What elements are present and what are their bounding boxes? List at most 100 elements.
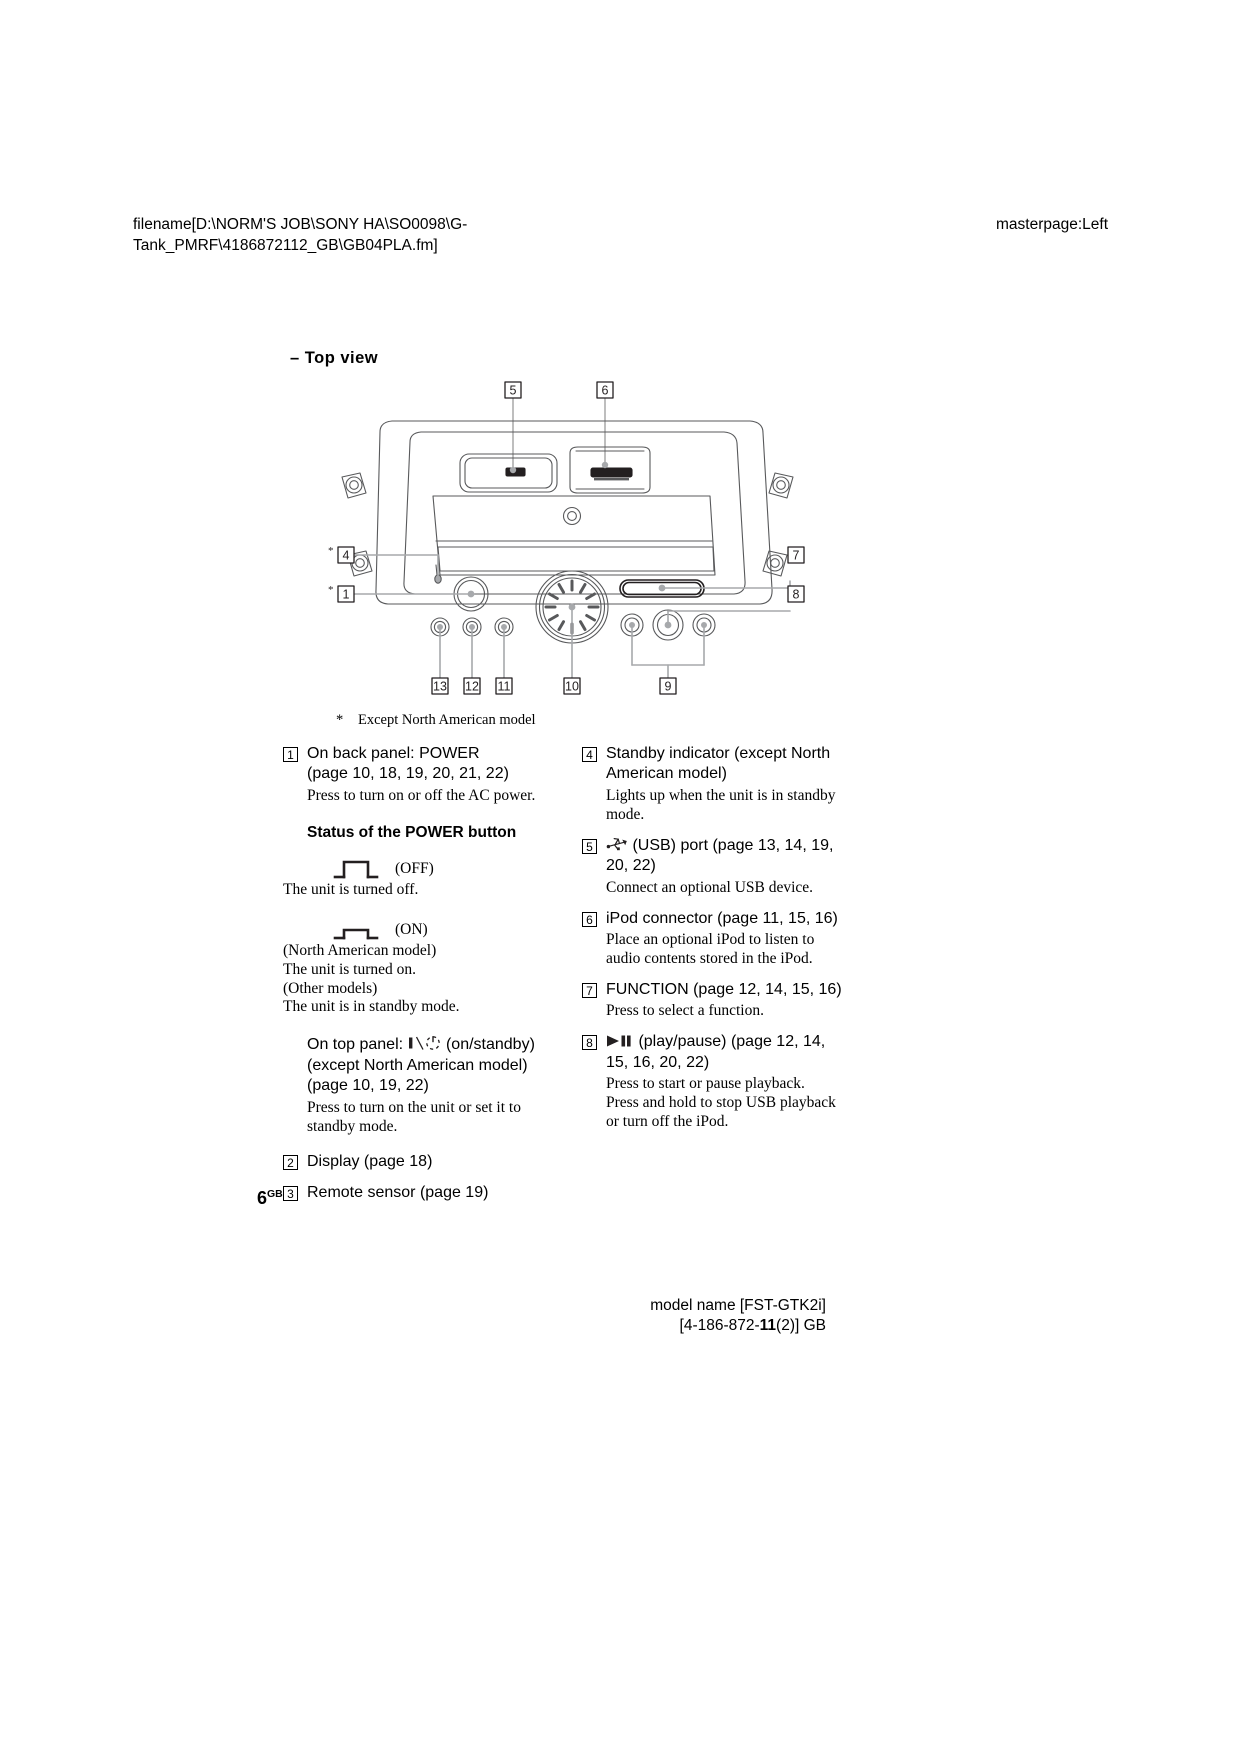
leader-lines xyxy=(354,554,791,679)
power-off-label: (OFF) xyxy=(395,859,434,877)
footnote-text: Except North American model xyxy=(358,712,536,728)
callout-asterisks: * * xyxy=(328,545,334,596)
item1-desc: Press to turn on or off the AC power. xyxy=(307,786,536,804)
top-panel-line1-suffix: (on/standby) xyxy=(441,1036,535,1054)
svg-text:4: 4 xyxy=(343,549,350,563)
list-item-2: 2 Display (page 18) xyxy=(283,1152,549,1172)
filename-line-1: filename[D:\NORM'S JOB\SONY HA\SO0098\G- xyxy=(133,216,468,233)
list-item-1: 1 On back panel: POWER (page 10, 18, 19,… xyxy=(283,744,549,806)
list-item-7: 7 FUNCTION (page 12, 14, 15, 16) Press t… xyxy=(582,980,848,1021)
callout-number-6: 6 xyxy=(582,911,597,927)
item8-desc-line3: or turn off the iPod. xyxy=(606,1113,729,1130)
footer-part-prefix: [4-186-872- xyxy=(679,1317,760,1335)
power-on-text-line4: The unit is in standby mode. xyxy=(283,998,460,1016)
footer-part-number: [4-186-872-11(2)] GB xyxy=(650,1316,826,1336)
svg-text:1: 1 xyxy=(343,588,350,602)
right-speaker-mount-top xyxy=(768,472,794,499)
document-footer: model name [FST-GTK2i] [4-186-872-11(2)]… xyxy=(650,1296,826,1336)
callout-box-1 xyxy=(337,585,355,603)
masterpage-label: masterpage:Left xyxy=(995,216,1108,233)
callout-box-13 xyxy=(431,677,449,695)
ipod-connector-recess xyxy=(569,446,651,494)
right-speaker-mount-bottom xyxy=(762,550,788,577)
leader-dots xyxy=(437,461,707,630)
callout-number-2: 2 xyxy=(283,1154,298,1170)
svg-text:12: 12 xyxy=(465,680,479,694)
top-view-diagram: 5 6 4 1 7 8 13 12 11 10 9 * * xyxy=(320,375,820,715)
svg-text:13: 13 xyxy=(433,680,447,694)
callout-box-6 xyxy=(596,381,614,399)
power-on-symbol-row: (ON) xyxy=(331,918,549,942)
item8-head-line2: 15, 16, 20, 22) xyxy=(606,1053,710,1071)
play-pause-icon xyxy=(607,1035,631,1047)
top-panel-line2: (except North American model) xyxy=(307,1056,528,1074)
svg-text:11: 11 xyxy=(498,680,511,694)
svg-text:6: 6 xyxy=(602,384,609,398)
callout-boxes xyxy=(337,381,805,695)
document-header: filename[D:\NORM'S JOB\SONY HA\SO0098\G-… xyxy=(133,215,1108,257)
standby-indicator-led xyxy=(434,564,442,584)
svg-text:*: * xyxy=(328,584,334,596)
footnote-marker: * xyxy=(336,712,344,728)
power-off-symbol-row: (OFF) xyxy=(331,857,549,881)
callout-box-10 xyxy=(563,677,581,695)
left-speaker-mount-top xyxy=(341,472,367,499)
item5-desc: Connect an optional USB device. xyxy=(606,878,814,896)
item7-desc: Press to select a function. xyxy=(606,1002,764,1020)
svg-text:5: 5 xyxy=(510,384,517,398)
item4-head-line2: American model) xyxy=(606,765,727,783)
top-panel-heading: On top panel: (on/standby) (except North… xyxy=(307,1035,549,1096)
top-panel-desc-line1: Press to turn on the unit or set it to xyxy=(307,1098,521,1116)
left-column: 1 On back panel: POWER (page 10, 18, 19,… xyxy=(283,744,549,1207)
section-title: – Top view xyxy=(290,349,379,367)
list-item-4: 4 Standby indicator (except North Americ… xyxy=(582,744,848,825)
item8-desc-line1: Press to start or pause playback. xyxy=(606,1075,805,1093)
item3-head: Remote sensor (page 19) xyxy=(307,1184,489,1202)
item7-head: FUNCTION (page 12, 14, 15, 16) xyxy=(606,980,842,998)
usb-icon xyxy=(606,837,627,850)
callout-box-7 xyxy=(787,546,805,564)
list-item-6: 6 iPod connector (page 11, 15, 16) Place… xyxy=(582,909,848,969)
item6-head: iPod connector (page 11, 15, 16) xyxy=(606,909,838,927)
power-on-text-line3: (Other models) xyxy=(283,979,378,997)
svg-text:9: 9 xyxy=(665,680,672,694)
svg-text:8: 8 xyxy=(793,588,800,602)
callout-number-8: 8 xyxy=(582,1035,597,1051)
callout-box-11 xyxy=(495,677,513,695)
power-on-label: (ON) xyxy=(395,920,428,938)
list-item-8: 8 (play/pause) (page 12, 14, 15, 16, 20,… xyxy=(582,1032,848,1132)
power-on-icon xyxy=(333,928,379,940)
power-on-text-line1: (North American model) xyxy=(283,941,437,959)
body-columns: 1 On back panel: POWER (page 10, 18, 19,… xyxy=(283,744,849,1207)
callout-number-3: 3 xyxy=(283,1186,298,1202)
item8-desc: Press to start or pause playback. Press … xyxy=(606,1075,848,1132)
callout-box-4 xyxy=(337,546,355,564)
page-number-value: 6 xyxy=(257,1188,268,1208)
callout-numbers: 5 6 4 1 7 8 13 12 11 10 9 xyxy=(343,384,800,694)
item2-head: Display (page 18) xyxy=(307,1152,433,1170)
item1-head-line2: (page 10, 18, 19, 20, 21, 22) xyxy=(307,765,509,783)
cd-door-panel xyxy=(432,495,716,576)
list-item-5: 5 (USB) port (page 13, 14, 19, 20, 22) C… xyxy=(582,836,848,898)
callout-box-5 xyxy=(504,381,522,399)
footer-part-bold: 11 xyxy=(759,1317,777,1335)
on-standby-icon xyxy=(408,1036,440,1051)
page-number-suffix: GB xyxy=(267,1188,283,1200)
svg-text:7: 7 xyxy=(793,549,800,563)
list-item-3: 3 Remote sensor (page 19) xyxy=(283,1183,549,1203)
item8-head-line1: (play/pause) (page 12, 14, xyxy=(606,1032,848,1052)
power-on-text-line2: The unit is turned on. xyxy=(283,960,417,978)
item8-head-text: (play/pause) (page 12, 14, xyxy=(634,1033,826,1051)
power-on-text: (North American model) The unit is turne… xyxy=(283,942,549,1018)
footer-model-name: model name [FST-GTK2i] xyxy=(650,1297,826,1314)
item4-desc: Lights up when the unit is in standby mo… xyxy=(606,787,848,825)
unit-outer-shell xyxy=(375,420,773,605)
item5-head-line1: (USB) port (page 13, 14, 19, xyxy=(606,836,848,856)
top-panel-desc-line2: standby mode. xyxy=(307,1117,398,1135)
filename-line-2: Tank_PMRF\4186872112_GB\GB04PLA.fm] xyxy=(133,236,438,254)
page-number: 6GB xyxy=(257,1188,283,1209)
item6-desc: Place an optional iPod to listen to audi… xyxy=(606,931,848,969)
item5-head-text: (USB) port (page 13, 14, 19, xyxy=(628,836,834,854)
callout-number-5: 5 xyxy=(582,838,597,854)
item8-desc-line2: Press and hold to stop USB playback xyxy=(606,1094,836,1112)
